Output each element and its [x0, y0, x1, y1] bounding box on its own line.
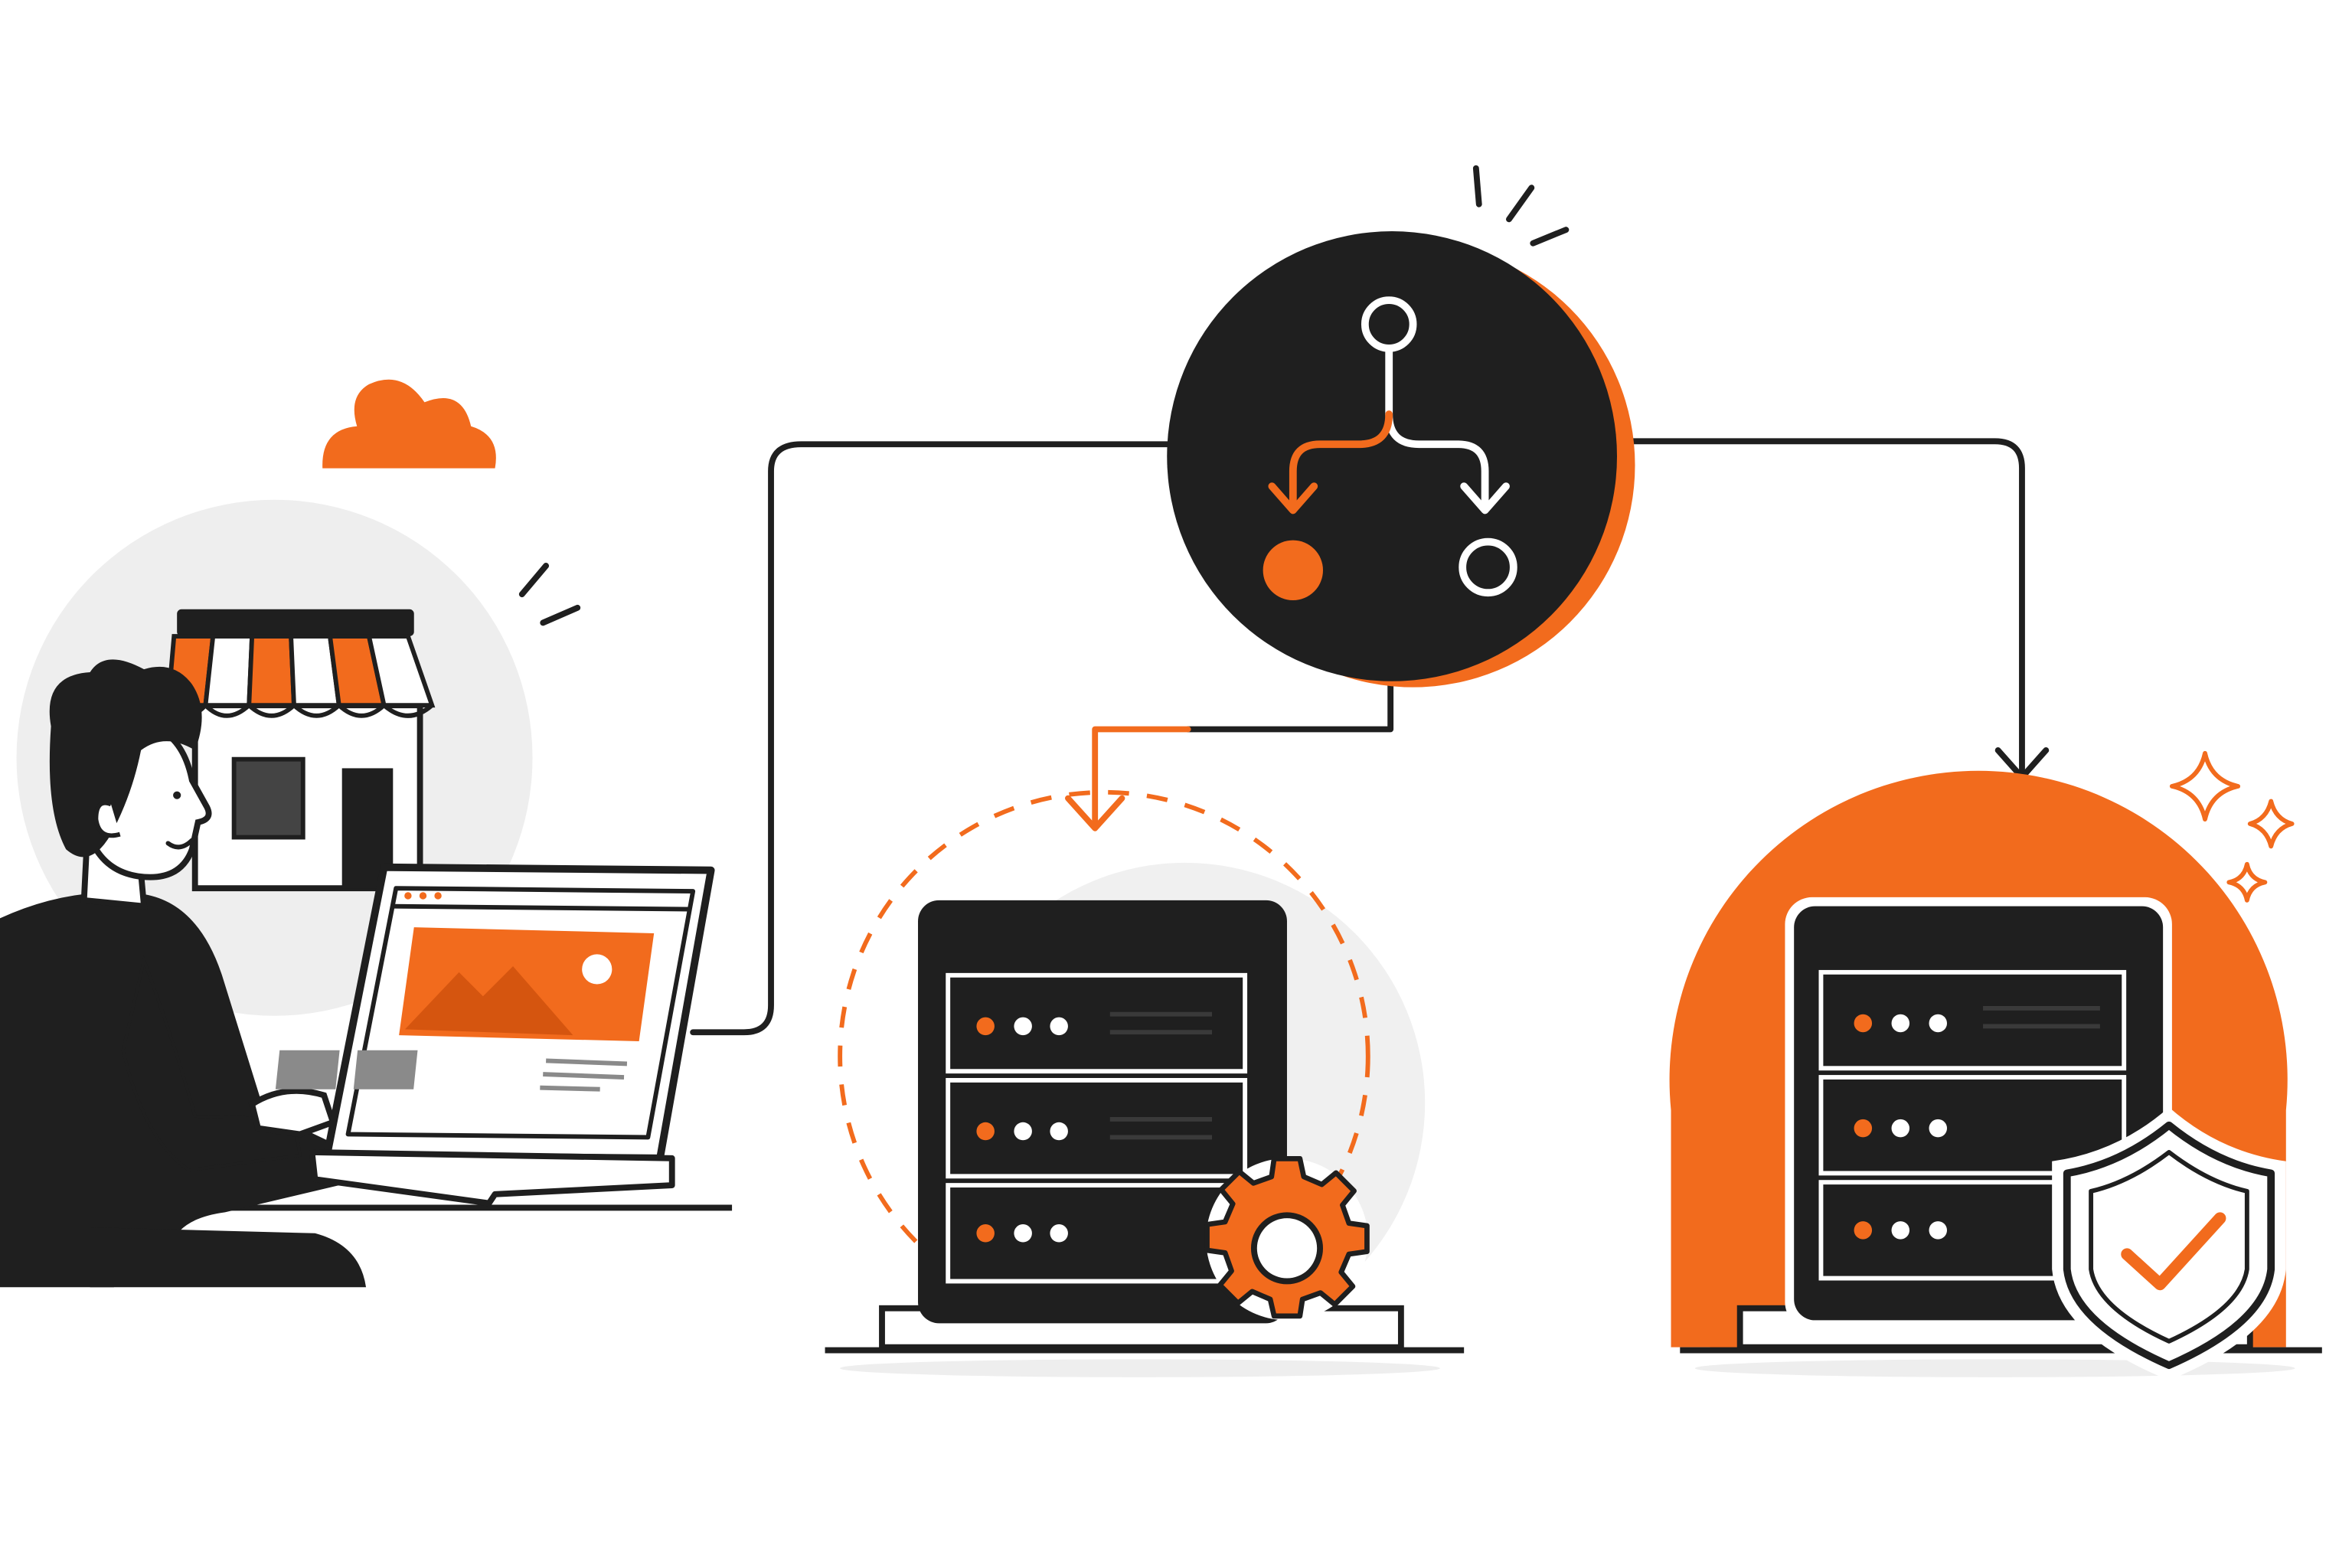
flow-connectors: [690, 438, 2050, 1036]
gear-icon: [1204, 1155, 1370, 1321]
down-arrow-icon: [1065, 795, 1125, 831]
connector-router-to-production: [1625, 438, 2025, 778]
person-illustration: [0, 659, 438, 1288]
branch-split-icon: [1268, 296, 1517, 597]
sparkle-icon: [2169, 750, 2295, 903]
staging-server: [795, 746, 1465, 1377]
branch-router: [1167, 165, 1635, 688]
connector-laptop-to-router: [690, 441, 1174, 1036]
production-server: [1669, 750, 2322, 1380]
storefront-icon: [165, 609, 436, 892]
developer-scene: [0, 379, 733, 1288]
cloud-icon: [322, 379, 496, 469]
dashed-orbit: [838, 789, 1370, 1323]
connector-router-to-staging: [1184, 681, 1394, 733]
attention-marks: [518, 563, 581, 626]
shield-check-icon: [2052, 1107, 2286, 1380]
server-rack-icon: [918, 900, 1287, 1324]
laptop-icon: [275, 863, 715, 1207]
